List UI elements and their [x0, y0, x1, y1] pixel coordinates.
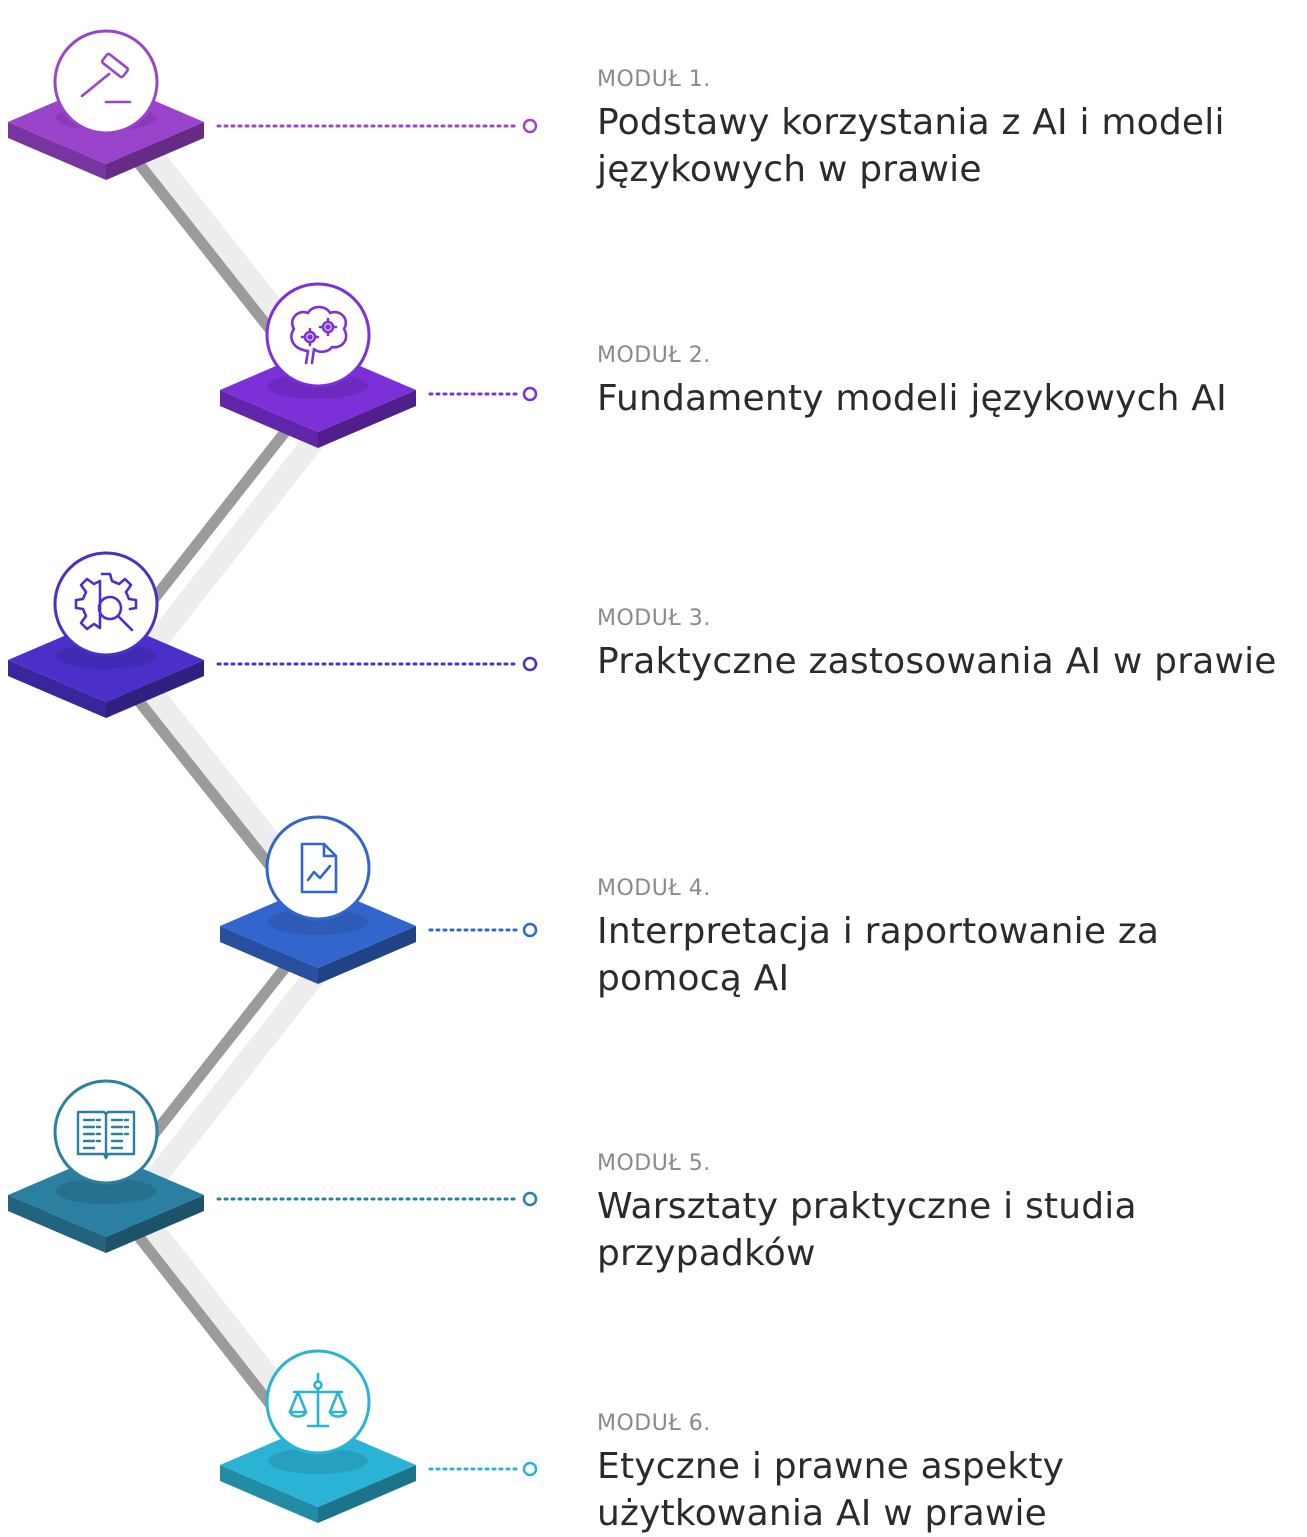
module-2-text: MODUŁ 2. Fundamenty modeli językowych AI: [597, 342, 1302, 422]
module-2-label: MODUŁ 2.: [597, 343, 711, 368]
module-6-text: MODUŁ 6. Etyczne i prawne aspekty użytko…: [597, 1410, 1302, 1537]
icon-circle: [53, 551, 159, 657]
module-1-title: Podstawy korzystania z AI i modeli język…: [597, 102, 1225, 190]
connector-dot: [522, 922, 538, 938]
module-3-title: Praktyczne zastosowania AI w prawie: [597, 641, 1277, 682]
connector-dot: [522, 1191, 538, 1207]
module-3-label: MODUŁ 3.: [597, 606, 711, 631]
module-1-node: [8, 29, 538, 180]
module-3-node: [8, 551, 538, 718]
module-4-label: MODUŁ 4.: [597, 876, 711, 901]
module-6-node: [220, 1349, 538, 1523]
module-2-title: Fundamenty modeli językowych AI: [597, 378, 1227, 419]
module-4-node: [220, 815, 538, 984]
module-5-label: MODUŁ 5.: [597, 1151, 711, 1176]
module-4-text: MODUŁ 4. Interpretacja i raportowanie za…: [597, 875, 1302, 1002]
connector-shadow: [123, 389, 357, 681]
module-5-title: Warsztaty praktyczne i studia przypadków: [597, 1186, 1137, 1274]
connector-dot: [522, 118, 538, 134]
module-6-label: MODUŁ 6.: [597, 1411, 711, 1436]
connector-dot: [522, 386, 538, 402]
module-1-label: MODUŁ 1.: [597, 67, 711, 92]
module-4-title: Interpretacja i raportowanie za pomocą A…: [597, 911, 1160, 999]
connector-dot: [522, 1461, 538, 1477]
icon-circle: [265, 815, 371, 921]
module-1-text: MODUŁ 1. Podstawy korzystania z AI i mod…: [597, 66, 1302, 193]
module-5-text: MODUŁ 5. Warsztaty praktyczne i studia p…: [597, 1150, 1302, 1277]
icon-circle: [265, 282, 371, 388]
module-6-title: Etyczne i prawne aspekty użytkowania AI …: [597, 1446, 1065, 1534]
module-5-node: [8, 1079, 538, 1253]
connector-dot: [522, 656, 538, 672]
module-3-text: MODUŁ 3. Praktyczne zastosowania AI w pr…: [597, 605, 1302, 685]
icon-circle: [53, 29, 159, 135]
module-2-node: [220, 282, 538, 448]
